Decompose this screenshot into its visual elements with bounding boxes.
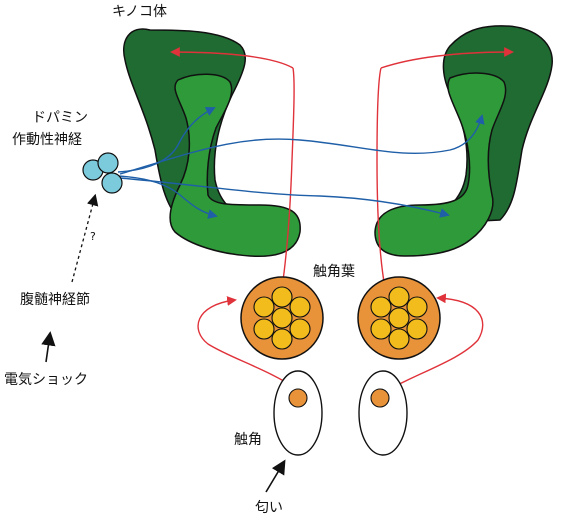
glomerulus (289, 318, 311, 340)
glomerulus (289, 296, 311, 318)
olfactory-pathway (170, 47, 514, 393)
odor-arrow (265, 459, 286, 493)
glomerulus (271, 286, 293, 308)
antennal-lobe-left (240, 276, 324, 360)
glomerulus (370, 318, 392, 340)
projection-neuron-left-vertical (281, 67, 295, 289)
mushroom-body-right (374, 25, 553, 257)
glomerulus (253, 296, 275, 318)
dopamine-axon-left-up (117, 107, 216, 173)
glomeruli-left (253, 286, 311, 350)
dopamine-axon-right-up (119, 114, 485, 175)
shock-arrow (41, 331, 56, 363)
glomerulus (388, 328, 410, 350)
dopamine-neurons-label-line2: 作動性神経 (12, 132, 82, 148)
projection-neuron-right-to-calyx (380, 47, 514, 69)
projection-neuron-right-vertical (376, 67, 386, 289)
question-mark-label: ? (90, 230, 96, 243)
glomerulus (388, 286, 410, 308)
glomerulus (271, 328, 293, 350)
receptor-axon-left (197, 296, 299, 391)
antenna-left-outline (273, 370, 323, 456)
antenna-label: 触角 (234, 432, 262, 448)
ventral-nerve-cord-label: 腹髄神経節 (20, 291, 90, 308)
mushroom-body-left (123, 28, 301, 258)
receptor-neuron-left (288, 388, 308, 408)
vnc-to-dopamine-arrow (71, 193, 99, 283)
antenna-right-outline (358, 370, 408, 456)
glomerulus (388, 307, 410, 329)
dopamine-neuron-cluster (82, 152, 123, 194)
antennal-lobe-label: 触角葉 (313, 264, 355, 280)
antenna-left (273, 370, 323, 456)
antennal-lobe-right (357, 276, 441, 360)
glomerulus (370, 296, 392, 318)
glomerulus (406, 296, 428, 318)
dopamine-axons (117, 107, 485, 219)
receptor-neuron-right (370, 388, 390, 408)
receptor-axon-right (383, 293, 484, 393)
mushroom-body-right-inner (374, 72, 507, 257)
odor-label: 匂い (255, 500, 283, 516)
dopamine-axon-left-down (117, 175, 218, 219)
glomerulus (271, 307, 293, 329)
electric-shock-label: 電気ショック (4, 372, 88, 388)
dopamine-axon-right-down (119, 177, 450, 218)
dopamine-cell-3 (101, 172, 123, 194)
mushroom-body-label: キノコ体 (112, 4, 167, 20)
dopamine-cell-2 (97, 152, 119, 174)
antenna-right (358, 370, 408, 456)
dopamine-neurons-label-line1: ドパミン (32, 110, 88, 126)
mushroom-body-left-inner (169, 73, 301, 258)
glomerulus (406, 318, 428, 340)
glomerulus (253, 318, 275, 340)
glomeruli-right (370, 286, 428, 350)
projection-neuron-left-to-calyx (170, 47, 294, 69)
